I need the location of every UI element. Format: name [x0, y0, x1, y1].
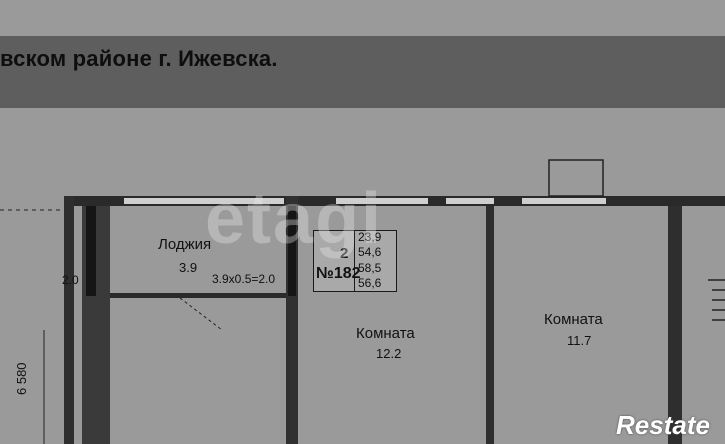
room2-name: Комната: [544, 311, 603, 328]
vertical-dimension: 6 580: [14, 362, 29, 395]
header-band: [0, 36, 725, 108]
room1-area: 12.2: [376, 346, 402, 361]
loggia-name: Лоджия: [158, 236, 212, 253]
vent-box: [548, 159, 604, 197]
loggia-bottom-wall: [110, 293, 288, 298]
window-loggia: [124, 198, 284, 204]
room-divider-wall: [486, 206, 494, 444]
brand-logo: Restate: [616, 410, 710, 440]
right-wall: [668, 206, 682, 444]
area-value-2: 54,6: [358, 245, 382, 259]
apartment-info-box: 2 №182 23,9 54,6 58,5 56,6: [313, 230, 397, 292]
window-right: [522, 198, 606, 204]
left-column-inner: [86, 206, 96, 296]
loggia-formula: 3.9x0.5=2.0: [212, 272, 276, 286]
window-center: [336, 198, 428, 204]
apartment-number: №182: [316, 265, 361, 282]
watermark: etagi: [205, 179, 384, 259]
page-title: вском районе г. Ижевска.: [0, 46, 278, 71]
stairs: [708, 279, 725, 321]
center-left-wall-inner: [288, 206, 296, 296]
window-center-2: [446, 198, 494, 204]
left-wall: [64, 196, 74, 444]
room2-area: 11.7: [567, 333, 592, 348]
door-swing: [179, 297, 223, 331]
area-value-3: 58,5: [358, 261, 382, 275]
loggia-area: 3.9: [179, 260, 198, 275]
rooms-count: 2: [340, 245, 349, 262]
room1-name: Комната: [356, 325, 415, 342]
info-divider: [354, 231, 355, 291]
area-value-4: 56,6: [358, 276, 382, 290]
area-value-1: 23,9: [358, 230, 382, 244]
left-dimension: 2.0: [62, 273, 79, 287]
